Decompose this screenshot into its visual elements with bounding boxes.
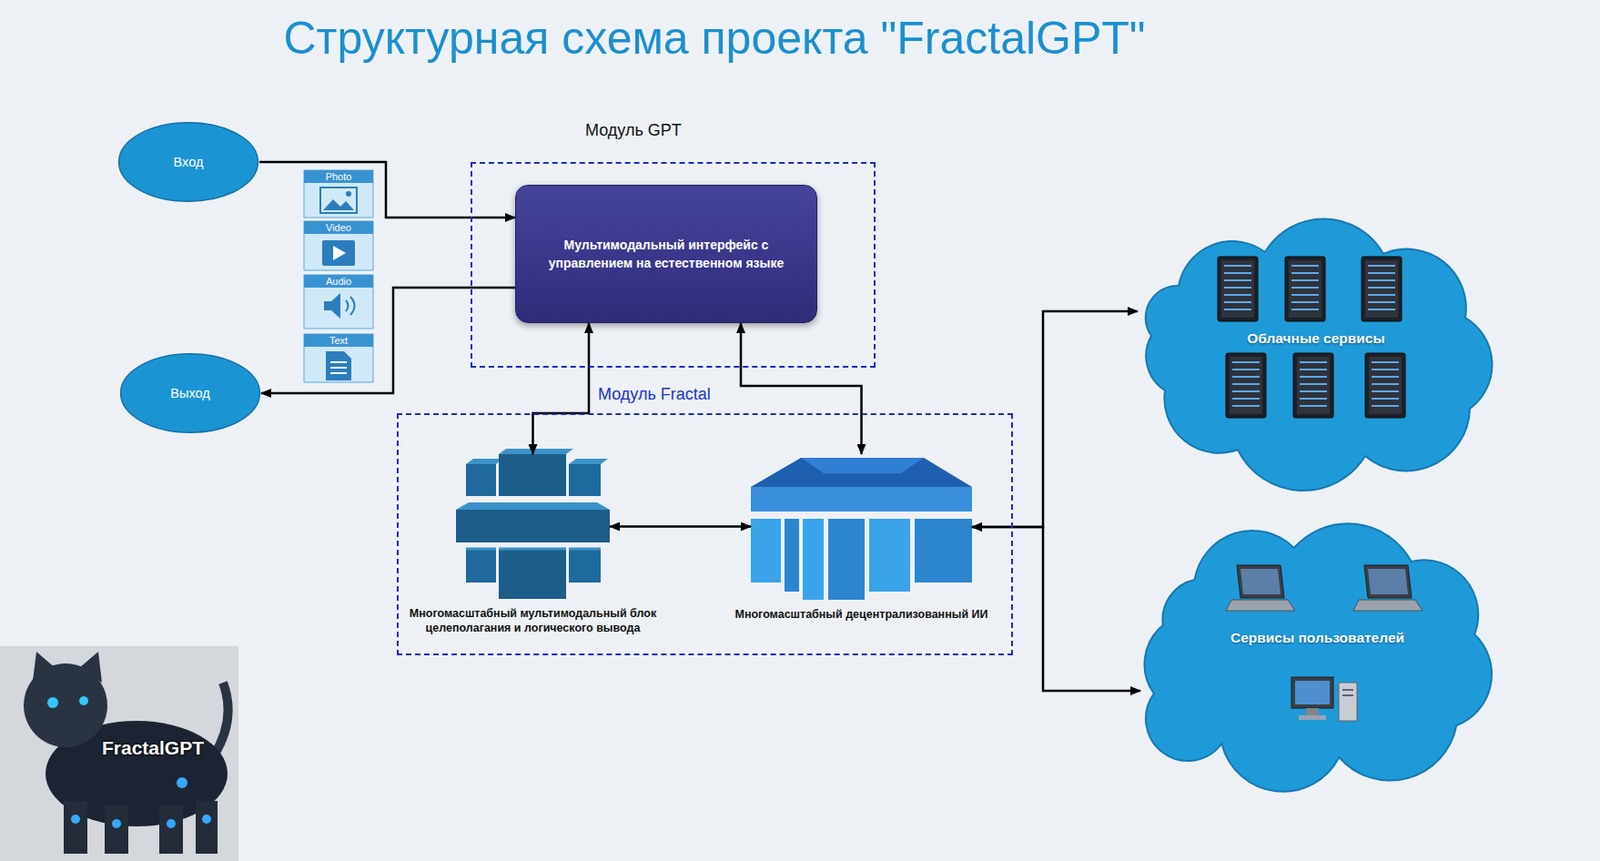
node-label: Многомасштабный мультимодальный блок цел… (392, 606, 675, 637)
module-frame: Модуль GPTМультимодальный интерфейс с уп… (470, 162, 876, 368)
connector-arrow (609, 525, 751, 528)
connector-arrow (259, 162, 516, 218)
node-label: Выход (164, 385, 215, 401)
cloud-shape: Облачные сервисы (1137, 226, 1495, 465)
logo-text: FractalGPT (80, 733, 226, 763)
connector-arrow (972, 526, 1141, 691)
media-icons (303, 170, 374, 383)
label-slot: FractalGPT (80, 733, 226, 763)
connector-arrow (972, 311, 1138, 527)
connector-arrow (261, 287, 516, 394)
node-label: Облачные сервисы (1137, 330, 1495, 347)
goal-block-node: Многомасштабный мультимодальный блок цел… (455, 454, 610, 599)
node-label: Мультимодальный интерфейс с управлением … (529, 235, 803, 274)
label-slot: Audio (303, 274, 374, 288)
cloud-shape: Сервисы пользователей (1140, 525, 1495, 763)
media-type-label: Photo (303, 170, 374, 183)
media-type-label: Audio (303, 274, 374, 288)
connector-arrow (740, 323, 862, 455)
decentralized-ai-node: Многомасштабный децентрализованный ИИ (750, 454, 973, 600)
interface-box: Мультимодальный интерфейс с управлением … (515, 184, 818, 324)
cat-logo-image (0, 646, 239, 861)
connector-arrow (533, 323, 590, 455)
node-label: Модуль Fractal (597, 384, 711, 405)
goal-block-icon (455, 448, 610, 599)
label-slot: Text (303, 334, 374, 347)
node-label: Сервисы пользователей (1140, 629, 1495, 647)
module-frame: Модуль FractalМногомасштабный мультимода… (396, 413, 1013, 656)
node-label: Модуль GPT (585, 120, 682, 141)
title-slot: Структурная схема проекта "FractalGPT" (0, 10, 1429, 66)
label-slot: Video (303, 221, 374, 234)
diagram-title: Структурная схема проекта "FractalGPT" (283, 10, 1145, 66)
decentralized-ai-icon (750, 457, 973, 600)
label-slot: Photo (303, 170, 374, 183)
media-type-label: Text (303, 334, 374, 347)
media-type-label: Video (303, 221, 374, 234)
input-ellipse: Вход (117, 121, 260, 203)
node-label: Вход (168, 154, 210, 170)
node-label: Многомасштабный децентрализованный ИИ (734, 607, 988, 622)
output-ellipse: Выход (119, 352, 262, 435)
